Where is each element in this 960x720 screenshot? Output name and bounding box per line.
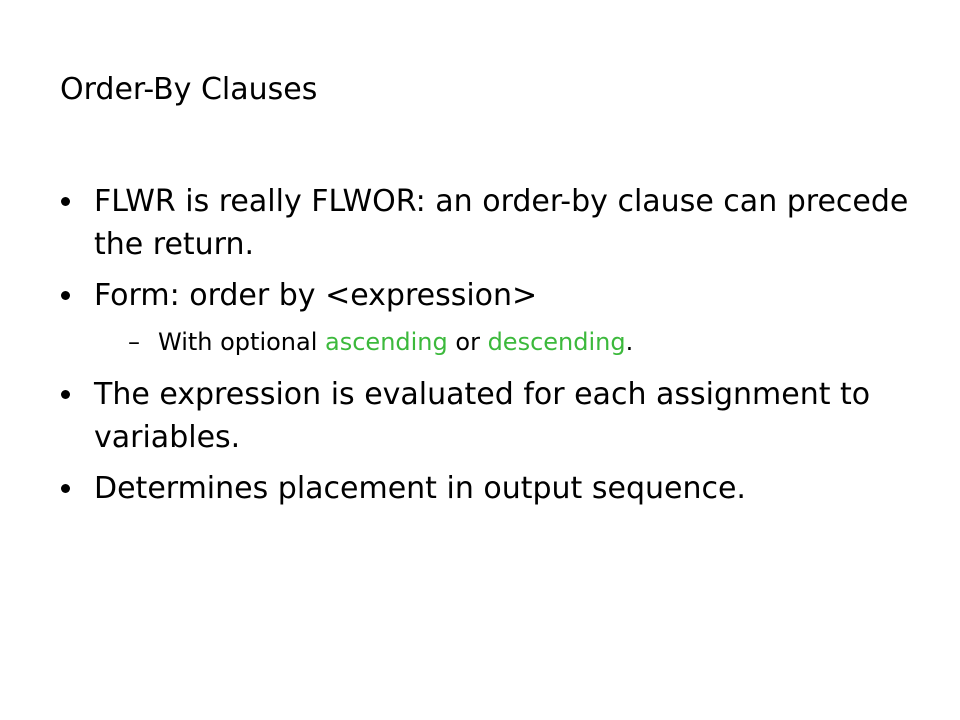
sub-bullet-prefix: With optional bbox=[158, 328, 326, 356]
sub-bullet-item: – With optional ascending or descending. bbox=[60, 325, 920, 359]
slide-title: Order-By Clauses bbox=[60, 72, 318, 107]
keyword-ascending: ascending bbox=[325, 328, 448, 356]
sub-bullet-suffix: . bbox=[625, 328, 634, 356]
bullet-item: Form: order by <expression> bbox=[60, 274, 920, 317]
bullet-list: FLWR is really FLWOR: an order-by clause… bbox=[60, 180, 920, 518]
keyword-descending: descending bbox=[487, 328, 626, 356]
bullet-text: FLWR is really FLWOR: an order-by clause… bbox=[94, 184, 909, 262]
sub-bullet-middle: or bbox=[447, 328, 488, 356]
bullet-text: Determines placement in output sequence. bbox=[94, 471, 746, 506]
bullet-item: FLWR is really FLWOR: an order-by clause… bbox=[60, 180, 920, 266]
bullet-text: The expression is evaluated for each ass… bbox=[94, 377, 871, 455]
bullet-item: The expression is evaluated for each ass… bbox=[60, 373, 920, 459]
bullet-item: Determines placement in output sequence. bbox=[60, 467, 920, 510]
dash-icon: – bbox=[128, 328, 140, 356]
bullet-text: Form: order by <expression> bbox=[94, 278, 538, 313]
